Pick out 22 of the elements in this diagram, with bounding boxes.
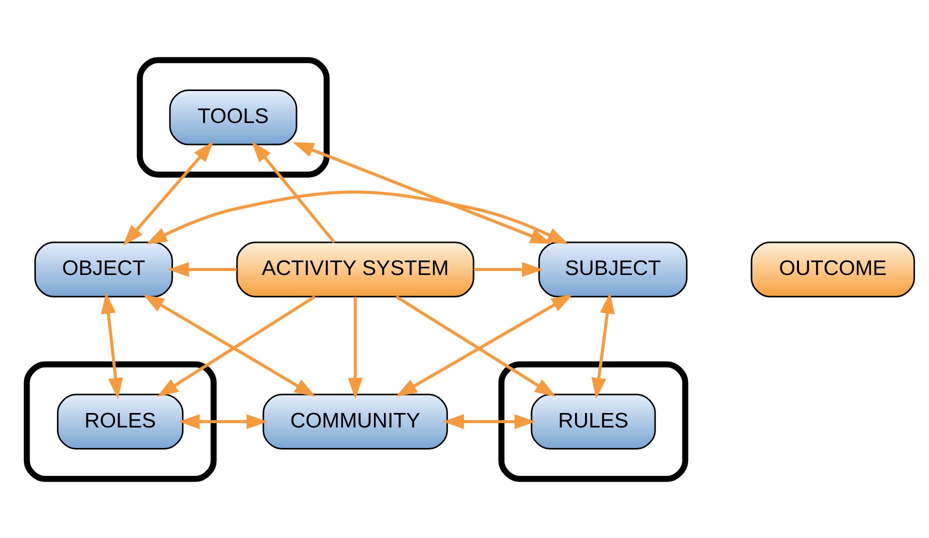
node-box: OBJECT	[34, 241, 173, 297]
node-box: SUBJECT	[538, 241, 688, 297]
node-box: OUTCOME	[750, 241, 915, 297]
arrow	[178, 414, 268, 429]
node-box: ROLES	[56, 393, 184, 450]
cluster	[136, 56, 330, 178]
arrow	[252, 140, 336, 243]
arrow	[122, 140, 214, 246]
arrow	[168, 262, 237, 276]
arrow	[146, 190, 568, 244]
arrow	[442, 414, 536, 429]
arrow	[292, 142, 552, 244]
cluster	[24, 360, 217, 482]
arrow	[474, 262, 544, 276]
arrow	[348, 296, 363, 399]
arrow	[101, 292, 123, 398]
node-box: ACTIVITY SYSTEM	[236, 241, 474, 297]
cluster	[498, 360, 688, 482]
node-box: TOOLS	[169, 88, 298, 145]
arrow	[592, 292, 615, 398]
node-box: RULES	[530, 393, 656, 450]
node-box: COMMUNITY	[262, 393, 448, 450]
